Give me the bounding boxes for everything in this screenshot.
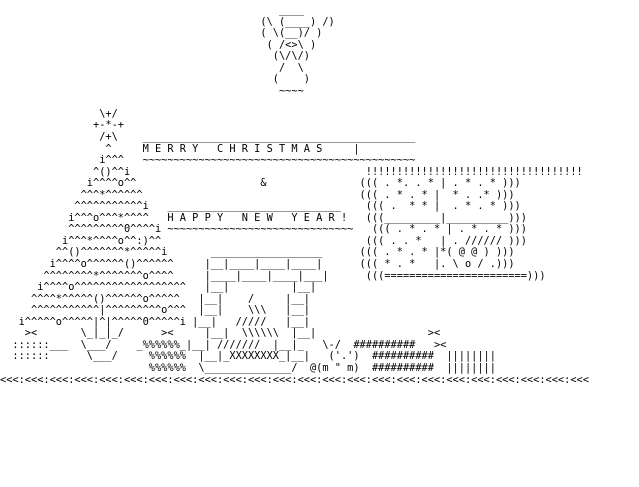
art-line: ^^^^^^^^^^^i ___________________________… (0, 200, 521, 213)
art-line: i^^^*^^^^o^^:)^^ ((( . . * | . ////// ))… (0, 234, 527, 247)
art-line: \+/ (0, 107, 118, 120)
art-line: ^^^^*^^^^^()^^^^^^o^^^^^ |__| / |__| (0, 292, 310, 305)
art-line: (\/\/) (0, 50, 310, 63)
art-line: (\ (____) /) (0, 15, 335, 28)
art-line: i^^^^o^^^^^^^^^^^^^^^^^^ |__| |__| (0, 281, 317, 294)
art-line: :::::: \___/ %%%%%% |__|_XXXXXXXX_|__| (… (0, 350, 496, 363)
art-line: ~~~~ (0, 84, 304, 97)
art-line: ^^^*^^^^^^ ((( . * . * | * . .* ))) (0, 188, 515, 201)
art-line: ^^^^^^^^*^^^^^^^o^^^^ |____|____|____|__… (0, 269, 546, 282)
art-line: ( \(__)/ ) (0, 27, 323, 40)
art-line: i^^^o^^^*^^^^ H A P P Y N E W Y E A R ! … (0, 211, 527, 224)
art-line: i^^^^^o^^^^^|^|^^^^^0^^^^^i |__| ///// |… (0, 315, 310, 328)
art-line: i^^^^o^^^^^^()^^^^^^ |__|____|____|____|… (0, 258, 515, 271)
art-line: /+\ ____________________________________… (0, 131, 416, 144)
art-line: ^^^^^^^^^0^^^^i ~~~~~~~~~~~~~~~~~~~~~~~~… (0, 223, 527, 236)
art-line: ( ) (0, 73, 310, 86)
art-line: i^^^ ~~~~~~~~~~~~~~~~~~~~~~~~~~~~~~~~~~~… (0, 154, 416, 167)
art-line: ^()^^i !!!!!!!!!!!!!!!!!!!!!!!!!!!!!!!!!… (0, 165, 583, 178)
art-line: ( /<>\ ) (0, 38, 317, 51)
art-line: ^ M E R R Y C H R I S T M A S | (0, 142, 360, 155)
art-line: ::::::___ \___/ _%%%%%%_|__| /////// |__… (0, 338, 447, 351)
art-line: ____ (0, 4, 304, 16)
art-line: ^^()^^^^^^^*^^^^^i __________________ ((… (0, 246, 515, 259)
art-line: +-*-+ (0, 119, 124, 132)
ascii-art-block: ____ (\ (____) /) ( \(__)/ ) ( /<>\ ) (0, 4, 589, 386)
art-line: >< \_|_|_/ >< |__| \\\\\\ |__| >< (0, 327, 441, 340)
art-line: <<<:<<<:<<<:<<<:<<<:<<<:<<<:<<<:<<<:<<<:… (0, 373, 589, 386)
art-line: / \ (0, 61, 304, 74)
art-line: ^^^^^^^^^^^|^^^^^^^^^o^^^ |__| \\\ |__| (0, 304, 310, 317)
art-line: i^^^^o^^ & ((( . *. . * | . * . * ))) (0, 177, 521, 190)
art-line: %%%%%% \______________/ @(m " m) #######… (0, 361, 496, 374)
